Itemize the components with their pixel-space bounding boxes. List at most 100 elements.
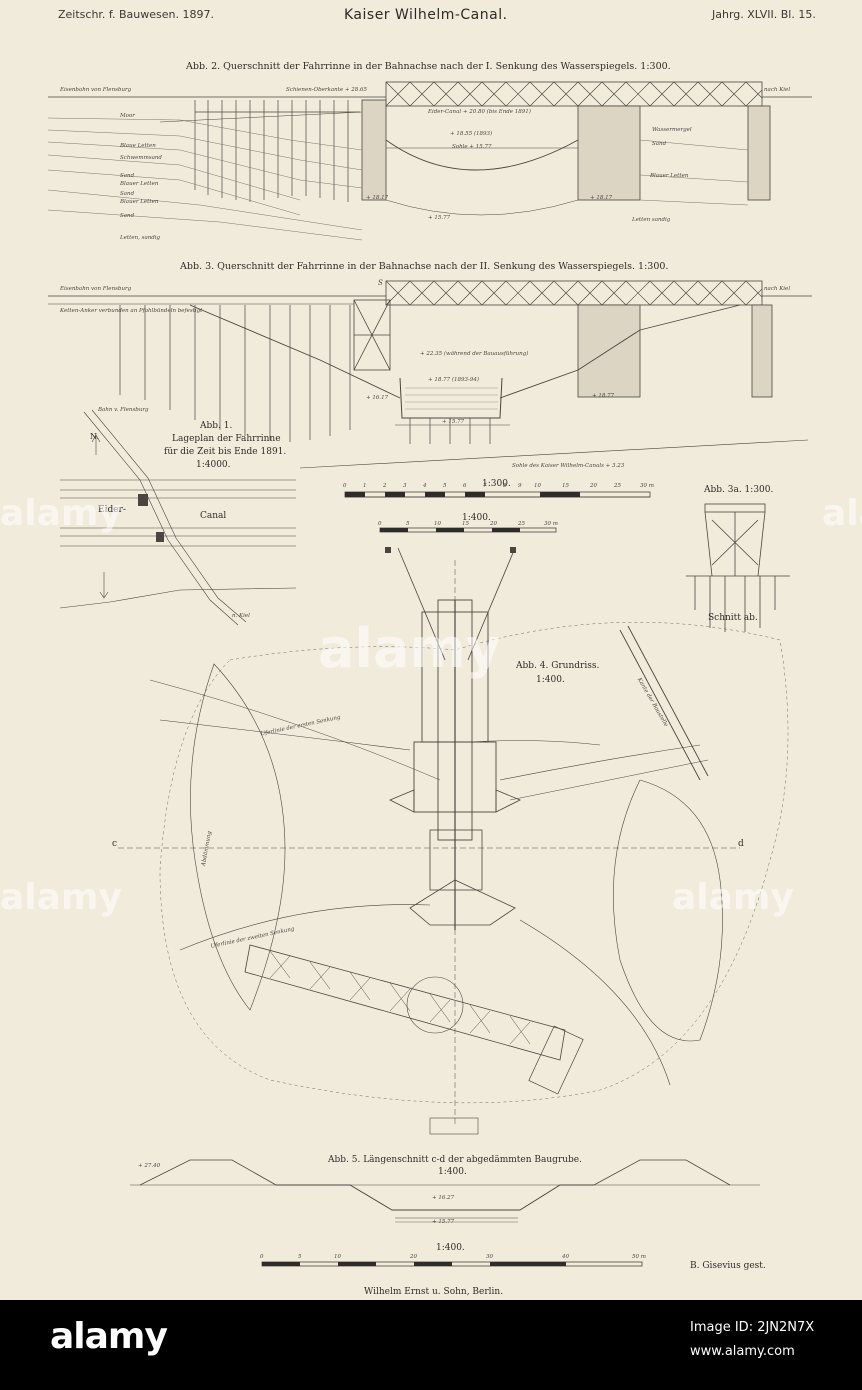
scale-300-label: 1:300. <box>482 479 511 489</box>
abb1-scale: 1:4000. <box>196 460 231 470</box>
abb1-caption-title: Lageplan der Fahrrinne <box>172 434 281 444</box>
scale-400-tick: 5 <box>406 521 410 527</box>
scale-300-tick: 1 <box>363 483 367 489</box>
abb1-siteplan <box>59 409 297 626</box>
abb3-anchor-note: Ketten-Anker verbunden an Pfahlbündeln b… <box>60 308 203 314</box>
abb5-section <box>130 1159 760 1223</box>
scale-400-tick: 20 <box>490 521 497 527</box>
sheet-reference: Jahrg. XLVII. Bl. 15. <box>712 8 816 21</box>
abb2-stratum: Sand <box>120 173 135 179</box>
abb3-marker: S <box>378 279 383 287</box>
publisher-credit: Wilhelm Ernst u. Sohn, Berlin. <box>364 1287 504 1297</box>
watermark-right-lower: alamy <box>672 877 794 918</box>
abb1-caption-number: Abb. 1. <box>200 421 233 431</box>
abb5-level-top: + 27.40 <box>138 1163 161 1169</box>
engraving-sheet: Zeitschr. f. Bauwesen. 1897. Kaiser Wilh… <box>0 0 862 1300</box>
scale-300-tick: 5 <box>443 483 447 489</box>
scale-300-tick: 30 m <box>640 483 654 489</box>
scale-300-tick: 15 <box>562 483 569 489</box>
abb2-stratum: Sand <box>120 191 135 197</box>
abb2-stratum: Moor <box>120 113 135 119</box>
watermark-left: alamy <box>0 493 122 534</box>
abb2-stratum: Blaue Letten <box>120 143 156 149</box>
scale-300-tick: 7 <box>483 483 487 489</box>
abb2-stratum: Blauer Letten <box>120 199 159 205</box>
scale-300-tick: 10 <box>534 483 541 489</box>
abb4-label-d: d <box>738 839 744 849</box>
image-id-value: 2JN2N7X <box>757 1320 815 1335</box>
drafter-credit: B. Gisevius gest. <box>690 1261 766 1271</box>
abb2-base-mid: + 15.77 <box>428 215 451 221</box>
bottom-scale-tick: 50 m <box>632 1254 646 1260</box>
bottom-scale-tick: 10 <box>334 1254 341 1260</box>
abb2-stratum-right: Sand <box>652 141 667 147</box>
abb2-stratum-right: Letten sandig <box>632 217 671 223</box>
scale-400-tick: 10 <box>434 521 441 527</box>
page-title: Kaiser Wilhelm-Canal. <box>344 7 508 23</box>
abb1-caption-period: für die Zeit bis Ende 1891. <box>164 447 287 457</box>
abb2-rail-level: Schienen-Oberkante + 28.65 <box>286 87 367 93</box>
abb3a-caption: Abb. 3a. 1:300. <box>704 485 774 495</box>
abb4-plan <box>118 547 789 1135</box>
abb2-section <box>47 81 812 241</box>
scale-300-tick: 3 <box>403 483 407 489</box>
abb3a-section-label: Schnitt ab. <box>708 613 758 623</box>
abb2-rail-left: Eisenbahn von Flensburg <box>60 87 132 93</box>
scale-300-tick: 0 <box>343 483 347 489</box>
watermark-center: alamy <box>318 617 501 680</box>
watermark-right: alamy <box>822 493 862 534</box>
scale-400-tick: 25 <box>518 521 525 527</box>
abb2-stratum-right: Blauer Letten <box>650 173 689 179</box>
bottom-scale-tick: 30 <box>486 1254 493 1260</box>
journal-reference: Zeitschr. f. Bauwesen. 1897. <box>58 8 214 21</box>
abb2-level-2: Sohle + 15.77 <box>452 144 492 150</box>
abb3-base-left: + 16.17 <box>366 395 389 401</box>
scale-400-tick: 15 <box>462 521 469 527</box>
abb3-sole: Sohle des Kaiser Wilhelm-Canals + 3.23 <box>512 463 625 469</box>
bottom-scale-tick: 40 <box>562 1254 569 1260</box>
abb5-caption: Abb. 5. Längenschnitt c-d der abgedämmte… <box>328 1155 582 1165</box>
abb2-base-left: + 18.17 <box>366 195 389 201</box>
scale-300-tick: 4 <box>423 483 427 489</box>
abb5-scale: 1:400. <box>438 1167 467 1177</box>
watermark-left-lower: alamy <box>0 877 122 918</box>
bottom-scale-tick: 20 <box>410 1254 417 1260</box>
scale-300-tick: 25 <box>614 483 621 489</box>
abb3-base-right: + 18.77 <box>592 393 615 399</box>
abb3-level-2: + 18.77 (1893-94) <box>428 377 479 383</box>
abb2-stratum: Letten, sandig <box>120 235 161 241</box>
abb1-label-eider: Eider- <box>98 505 126 515</box>
abb3-base-mid: + 15.77 <box>442 419 465 425</box>
abb1-label-canal: Canal <box>200 511 227 521</box>
abb5-level-mid: + 16.27 <box>432 1195 455 1201</box>
scale-400-tick: 0 <box>378 521 382 527</box>
abb2-caption: Abb. 2. Querschnitt der Fahrrinne in der… <box>186 61 671 72</box>
site-url: www.alamy.com <box>690 1344 795 1359</box>
bottom-scale-tick: 5 <box>298 1254 302 1260</box>
abb4-scale: 1:400. <box>536 675 565 685</box>
abb3-level-1: + 22.35 (während der Bauausführung) <box>420 351 529 357</box>
abb2-stratum: Sand <box>120 213 135 219</box>
bottom-scale-tick: 0 <box>260 1254 264 1260</box>
abb3-rail-right: nach Kiel <box>764 286 791 292</box>
abb3-rail-left: Eisenbahn von Flensburg <box>60 286 132 292</box>
alamy-logo: alamy <box>50 1316 168 1357</box>
image-id: Image ID: 2JN2N7X <box>690 1320 815 1335</box>
north-arrow-label: N. <box>90 432 100 441</box>
abb3-caption: Abb. 3. Querschnitt der Fahrrinne in der… <box>180 261 669 272</box>
abb4-caption: Abb. 4. Grundriss. <box>516 661 600 671</box>
scale-300-tick: 6 <box>463 483 467 489</box>
abb2-level-1: + 18.55 (1893) <box>450 131 493 137</box>
scale-400-tick: 30 m <box>544 521 558 527</box>
abb2-stratum: Schwemmsand <box>120 155 162 161</box>
watermark-banner <box>0 1300 862 1390</box>
abb4-label-c: c <box>112 839 118 849</box>
abb5-level-bottom: + 15.77 <box>432 1219 455 1225</box>
abb3a-detail <box>686 503 790 632</box>
abb2-canal-level: Eider-Canal + 20.80 (bis Ende 1891) <box>428 109 531 115</box>
scale-300-tick: 20 <box>590 483 597 489</box>
scale-400-label: 1:400. <box>462 513 491 523</box>
abb2-stratum-right: Wassermergel <box>652 127 692 133</box>
abb2-rail-right: nach Kiel <box>764 87 791 93</box>
